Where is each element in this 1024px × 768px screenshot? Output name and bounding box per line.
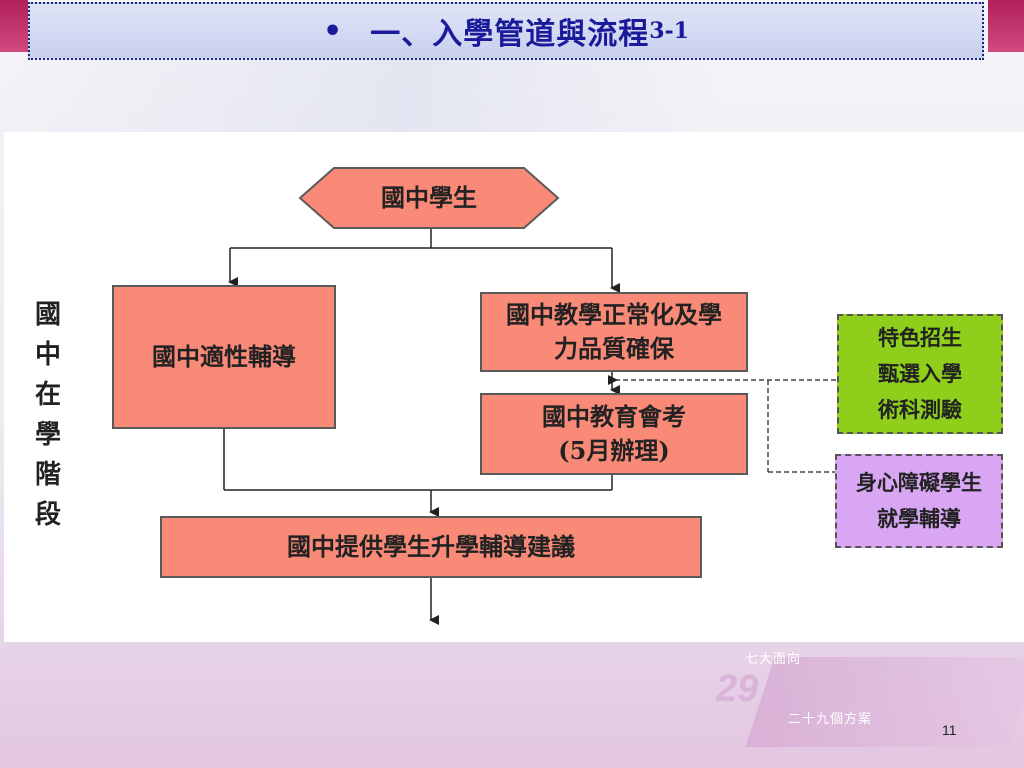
special-admission-box: 特色招生 甄選入學 術科測驗	[837, 314, 1003, 434]
disability-admission-line: 就學輔導	[877, 506, 961, 531]
stage-char: 學	[34, 420, 61, 450]
start-node: 國中學生	[334, 168, 524, 228]
seven-directions-text: 七大面向	[745, 651, 802, 666]
slide-title-bar: • 一、入學管道與流程 3-1	[28, 2, 984, 60]
adaptive-guidance-box: 國中適性輔導	[112, 285, 336, 429]
left-accent-bar	[0, 0, 28, 52]
disability-admission-box: 身心障礙學生 就學輔導	[835, 454, 1003, 548]
twenty-nine-plans-text: 二十九個方案	[788, 711, 873, 726]
start-node-label: 國中學生	[381, 183, 477, 212]
background-swoosh	[0, 60, 1024, 140]
education-exam-line1: 國中教育會考	[542, 402, 686, 431]
stage-char: 段	[34, 500, 61, 530]
title-bullet: •	[323, 13, 343, 49]
stage-label: 國 中 在 學 階 段	[30, 295, 66, 535]
teaching-normalization-line1: 國中教學正常化及學	[506, 300, 722, 329]
special-admission-line: 特色招生	[878, 325, 962, 350]
stage-char: 國	[34, 300, 61, 330]
guidance-suggestion-box: 國中提供學生升學輔導建議	[160, 516, 702, 578]
teaching-normalization-box: 國中教學正常化及學 力品質確保	[480, 292, 748, 372]
stage-char: 在	[34, 380, 61, 410]
teaching-normalization-line2: 力品質確保	[554, 334, 674, 363]
slide-title-suffix: 3-1	[649, 18, 689, 44]
twenty-nine-logo: 29	[716, 668, 759, 710]
right-accent-bar	[988, 0, 1024, 52]
guidance-suggestion-label: 國中提供學生升學輔導建議	[287, 532, 575, 561]
special-admission-line: 甄選入學	[878, 361, 962, 386]
disability-admission-line: 身心障礙學生	[856, 470, 982, 495]
education-exam-line2: (5月辦理)	[558, 436, 670, 465]
stage-char: 中	[34, 340, 61, 370]
special-admission-line: 術科測驗	[878, 397, 962, 422]
education-exam-box: 國中教育會考 (5月辦理)	[480, 393, 748, 475]
page-number: 11	[942, 722, 957, 738]
slide-title: 一、入學管道與流程	[370, 17, 650, 52]
stage-char: 階	[34, 460, 61, 490]
branding-band	[745, 657, 1024, 747]
adaptive-guidance-label: 國中適性輔導	[152, 342, 296, 371]
